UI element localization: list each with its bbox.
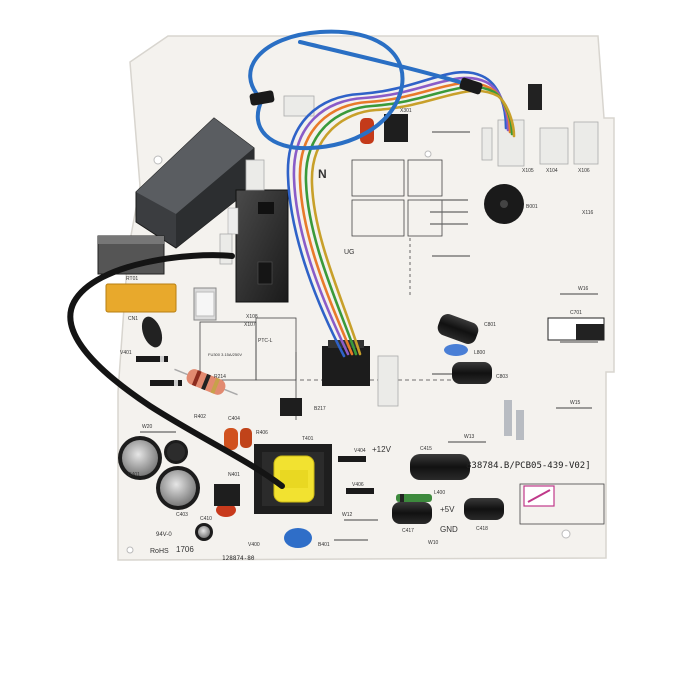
mounting-holes — [126, 150, 571, 554]
designator-v401: V401 — [120, 350, 132, 356]
designator-b217: B217 — [314, 406, 326, 412]
designator-c403: C403 — [176, 512, 188, 518]
designator-x105: X105 — [522, 168, 534, 174]
designator-x107: X107 — [244, 322, 256, 328]
designator-t401: T401 — [302, 436, 314, 442]
designator-w20: W20 — [142, 424, 153, 430]
blue-wire-ferrule — [249, 90, 275, 106]
designator-w15: W15 — [570, 400, 581, 406]
connector-blocks — [219, 95, 599, 407]
stickers — [523, 317, 605, 507]
designator-w16: W16 — [578, 286, 589, 292]
x-capacitor — [105, 283, 177, 313]
designator-rt01: RT01 — [126, 276, 138, 282]
electrolytic-caps-horizontal — [392, 314, 504, 524]
designator-cn1: CN1 — [128, 316, 138, 322]
power-relay-large — [135, 117, 255, 249]
ug-label: UG — [344, 249, 355, 256]
designator-c401: C401 — [128, 472, 140, 478]
v12-label: +12V — [372, 445, 392, 454]
designator-x106: X106 — [578, 168, 590, 174]
blue-wire-lead — [298, 40, 468, 86]
designator-c410: C410 — [200, 516, 212, 522]
tactile-switch — [528, 84, 542, 110]
resistor-r214 — [174, 368, 238, 396]
blue-wire-plug — [459, 77, 483, 95]
designator-r402: R402 — [194, 414, 206, 420]
designator-c418: C418 — [476, 526, 488, 532]
electrolytic-caps-left — [118, 436, 213, 541]
designator-v404: V404 — [354, 448, 366, 454]
diodes — [136, 356, 432, 502]
fuse — [193, 287, 217, 321]
designator-w12: W12 — [342, 512, 353, 518]
designator-r406: R406 — [256, 430, 268, 436]
designator-n401: N401 — [228, 472, 240, 478]
year-label: 1706 — [176, 545, 194, 554]
blue-loop-wire — [248, 29, 405, 151]
part-number-label: 838784.B/PCB05-439-V02] — [466, 461, 591, 471]
black-power-wire — [67, 252, 285, 489]
gnd-label: GND — [440, 525, 458, 534]
designator-x116: X116 — [582, 210, 594, 216]
blue-cap-small — [444, 344, 468, 356]
designator-b001: B001 — [526, 204, 538, 210]
designator-w10: W10 — [428, 540, 439, 546]
designator-x301: X301 — [400, 108, 412, 114]
designator-x104: X104 — [546, 168, 558, 174]
jumper-wires — [140, 131, 598, 541]
designator-r214: R214 — [214, 374, 226, 380]
designator-c803: C803 — [496, 374, 508, 380]
ribbon-wires — [286, 70, 516, 358]
designator-b401: B401 — [318, 542, 330, 548]
relay-k1 — [227, 189, 289, 303]
fuse-rating-label: FU300 3.15A/250V — [208, 352, 242, 357]
designator-c801: C801 — [484, 322, 496, 328]
designator-w13: W13 — [464, 434, 475, 440]
n-mark-label: N — [318, 167, 327, 181]
ptc-label: PTC-L — [258, 338, 273, 344]
designator-v400: V400 — [248, 542, 260, 548]
blue-ceramic-cap — [284, 528, 312, 548]
designator-c415: C415 — [420, 446, 432, 452]
transformer-t401 — [254, 444, 332, 514]
rohs-label: RoHS — [150, 548, 169, 555]
designator-l400: L400 — [434, 490, 445, 496]
designator-c417: C417 — [402, 528, 414, 534]
designator-v406: V406 — [352, 482, 364, 488]
buzzer — [484, 184, 524, 224]
small-capacitors — [216, 118, 374, 517]
designator-c701: C701 — [570, 310, 582, 316]
designator-x108: X108 — [246, 314, 258, 320]
designator-l800: L800 — [474, 350, 485, 356]
thermistor — [141, 316, 163, 348]
ic-chips — [214, 114, 408, 506]
designator-c404: C404 — [228, 416, 240, 422]
rating-label: 94V-0 — [156, 532, 172, 538]
v5-label: +5V — [440, 505, 455, 514]
serial-label: 128874-80 — [222, 555, 255, 562]
metal-jumpers — [504, 400, 524, 440]
